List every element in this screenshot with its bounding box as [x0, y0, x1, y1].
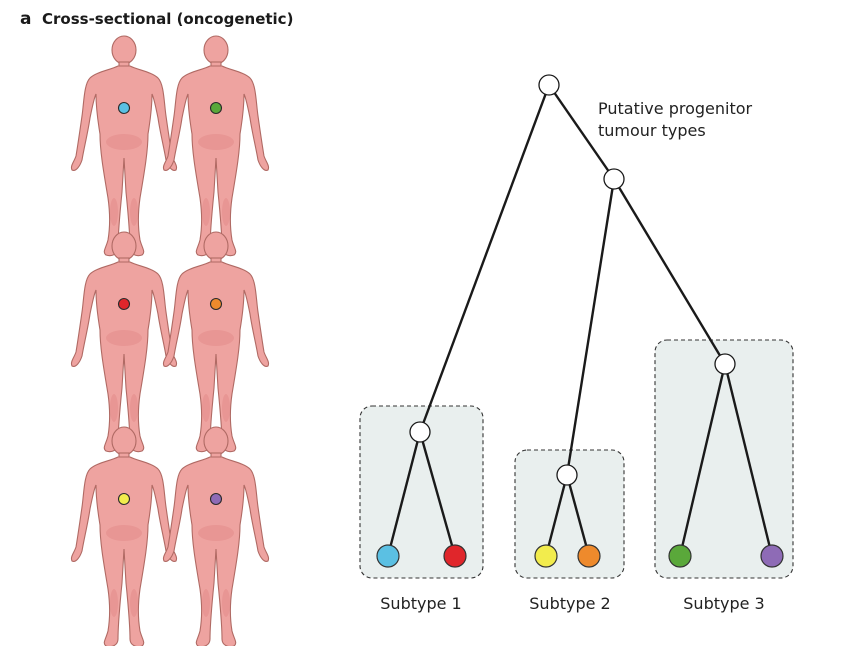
subtype-1-box: [359, 405, 484, 579]
root-node: [538, 74, 560, 96]
human-silhouette: [162, 426, 270, 646]
leaf-orange: [577, 544, 601, 568]
patient-figure: [162, 231, 270, 453]
edge-n1-red: [418, 431, 457, 557]
leaf-green: [668, 544, 692, 568]
panel-letter: a: [20, 9, 31, 29]
edge-n3-orange: [565, 474, 591, 557]
internal-node-4: [714, 353, 736, 375]
internal-node-2: [603, 168, 625, 190]
human-silhouette: [70, 231, 178, 453]
patient-figure: [70, 426, 178, 646]
annotation-line-1: Putative progenitor: [598, 99, 753, 118]
patient-figures: [70, 35, 270, 646]
edge-root-n2: [548, 84, 615, 180]
edge-n2-n4: [612, 178, 727, 365]
internal-node-1: [409, 421, 431, 443]
patient-figure: [70, 231, 178, 453]
edge-root-n1: [418, 84, 551, 433]
patient-figure: [162, 426, 270, 646]
leaf-red: [443, 544, 467, 568]
tumour-dot-orange: [209, 297, 223, 311]
human-silhouette: [162, 35, 270, 257]
tumour-dot-purple: [209, 492, 223, 506]
edge-n3-yellow: [544, 474, 569, 557]
patient-figure: [162, 35, 270, 257]
edge-n4-green: [678, 363, 727, 557]
annotation-line-2: tumour types: [598, 121, 706, 140]
internal-node-3: [556, 464, 578, 486]
panel-title: Cross-sectional (oncogenetic): [42, 10, 293, 28]
patient-figure: [70, 35, 178, 257]
leaf-blue: [376, 544, 400, 568]
tumour-dot-yellow: [117, 492, 131, 506]
phylogenetic-tree: [376, 74, 784, 568]
human-silhouette: [70, 426, 178, 646]
edge-n1-blue: [386, 431, 422, 557]
edge-n2-n3: [565, 178, 616, 476]
edge-n4-purple: [723, 363, 774, 557]
subtype-1-label: Subtype 1: [380, 594, 461, 613]
subtype-3-box: [654, 339, 794, 579]
subtype-2-label: Subtype 2: [529, 594, 610, 613]
human-silhouette: [70, 35, 178, 257]
leaf-purple: [760, 544, 784, 568]
tumour-dot-green: [209, 101, 223, 115]
human-silhouette: [162, 231, 270, 453]
subtype-3-label: Subtype 3: [683, 594, 764, 613]
tumour-dot-red: [117, 297, 131, 311]
tumour-dot-blue: [117, 101, 131, 115]
leaf-yellow: [534, 544, 558, 568]
